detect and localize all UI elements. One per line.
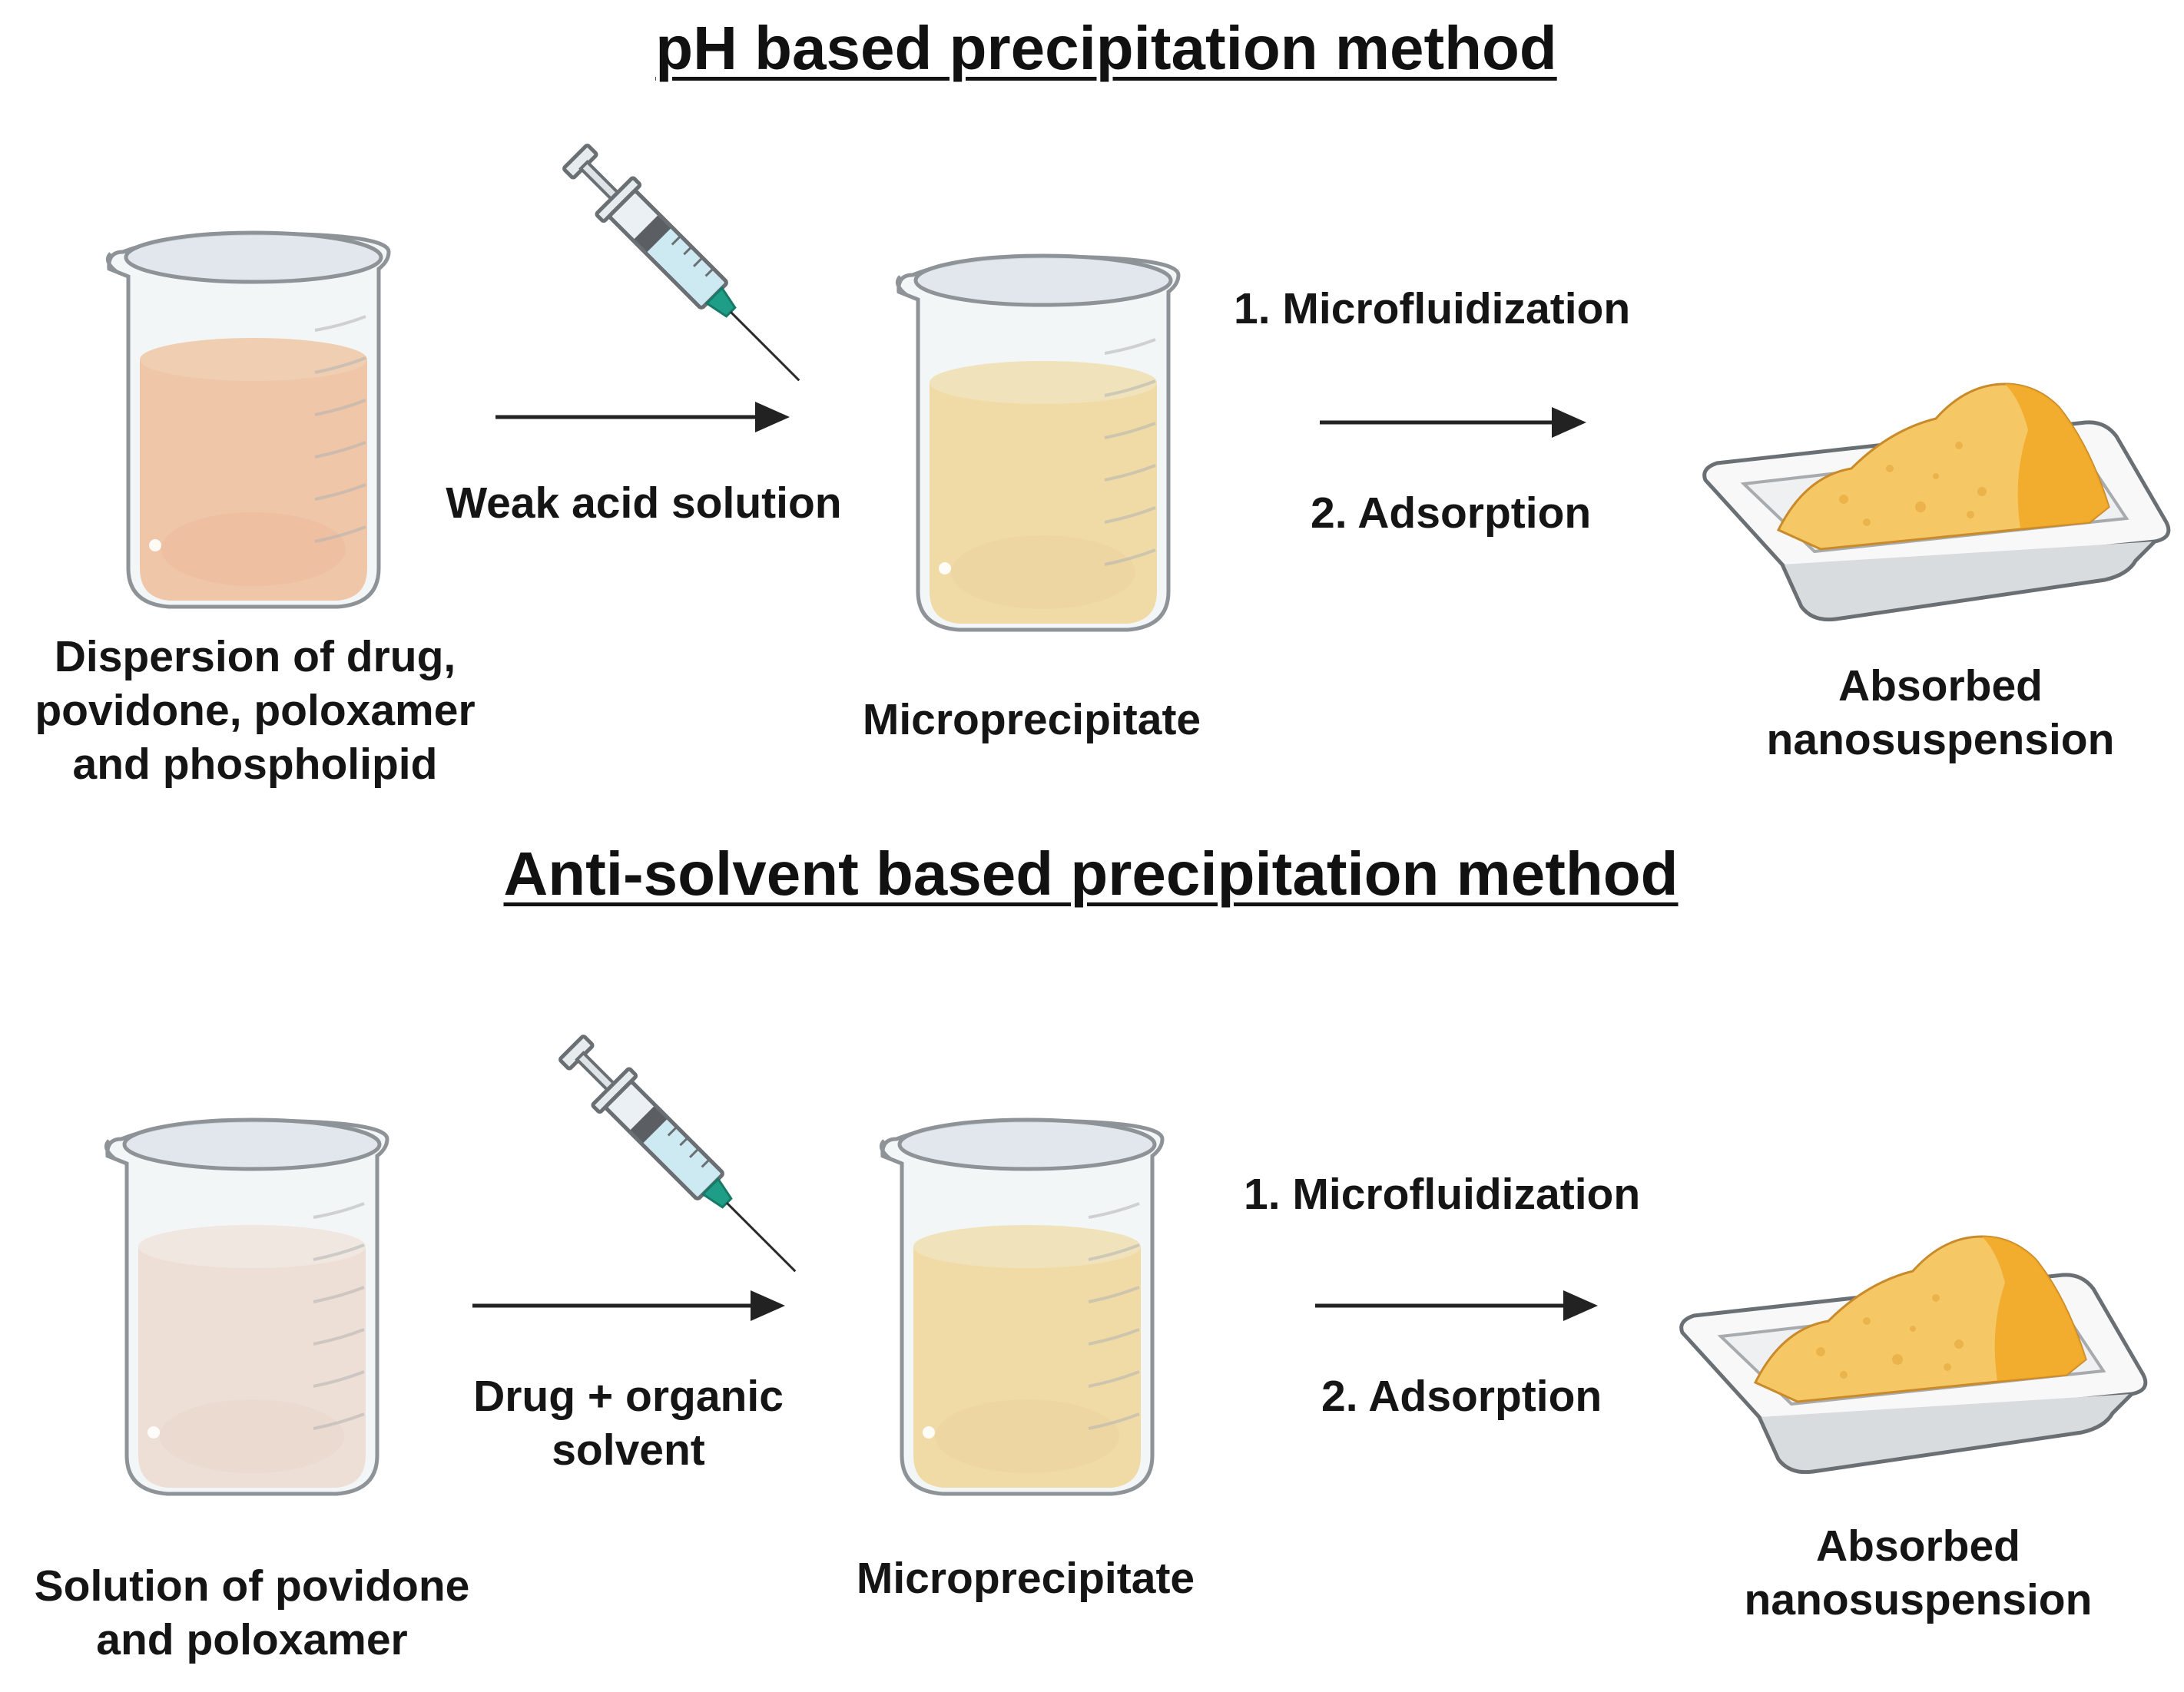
- section-title: Anti-solvent based precipitation method: [503, 839, 1679, 908]
- start-label: Solution of povidone and poloxamer: [34, 1561, 470, 1664]
- beaker-icon: [881, 1120, 1162, 1494]
- reagent-label: Drug + organic solvent: [473, 1372, 784, 1475]
- powder-tray-icon: [1682, 1237, 2146, 1472]
- step1-label: 1. Microfluidization: [1234, 284, 1631, 333]
- syringe-icon: [557, 138, 817, 399]
- section-title: pH based precipitation method: [655, 14, 1557, 82]
- step2-label: 2. Adsorption: [1321, 1372, 1602, 1421]
- end-label: Absorbed nanosuspension: [1744, 1521, 2093, 1624]
- beaker-icon: [106, 1120, 387, 1494]
- beaker-icon: [897, 256, 1178, 630]
- end-label: Absorbed nanosuspension: [1766, 661, 2115, 764]
- middle-label: Microprecipitate: [862, 695, 1201, 744]
- powder-tray-icon: [1705, 384, 2169, 620]
- section-ph-based: [108, 138, 2168, 630]
- step1-label: 1. Microfluidization: [1244, 1170, 1641, 1219]
- middle-label: Microprecipitate: [856, 1554, 1195, 1603]
- syringe-icon: [553, 1029, 814, 1290]
- start-label: Dispersion of drug, povidone, poloxamer …: [35, 632, 476, 789]
- reagent-label: Weak acid solution: [446, 478, 842, 528]
- section-anti-solvent: [106, 1029, 2145, 1494]
- beaker-icon: [108, 233, 389, 607]
- step2-label: 2. Adsorption: [1311, 488, 1592, 538]
